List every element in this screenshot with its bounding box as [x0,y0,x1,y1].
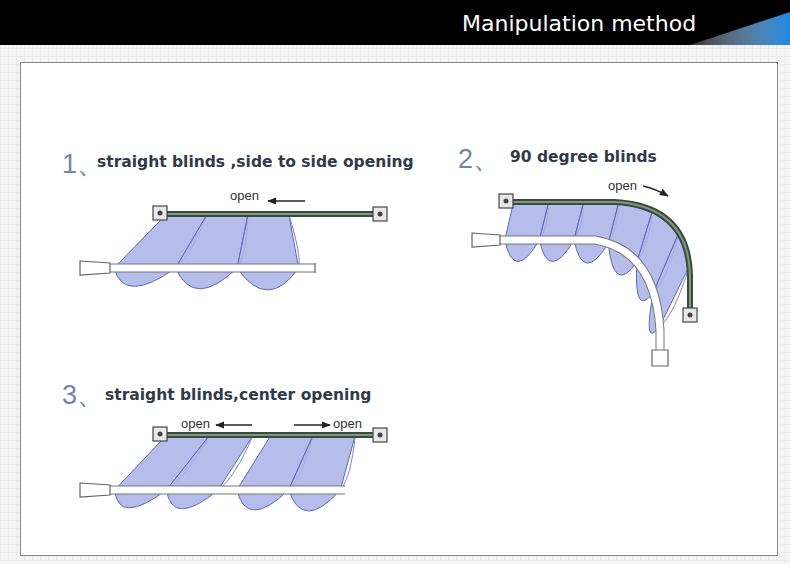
handle-cap [80,483,110,497]
bracket-screw [504,199,509,204]
bar-end-cap [314,263,315,273]
page-title: Manipulation method [462,11,696,36]
track-rail [500,202,690,315]
header-accent [690,12,790,45]
fabric-fold [176,214,248,289]
fold-line [289,214,299,268]
open-arrow [294,424,330,425]
bracket-screw [378,212,383,217]
open-arrow [643,186,668,196]
bracket-screw [688,313,693,318]
open-label: open [181,416,210,431]
fabric-fold [289,435,356,511]
bar-end-cap [652,350,668,366]
rail-bracket [153,427,167,441]
handle-cap [472,233,500,247]
content-panel [21,63,778,556]
step-number: 3、 [62,377,104,413]
step-heading: straight blinds,center opening [105,386,371,404]
open-arrow [216,424,252,425]
step-heading: 90 degree blinds [510,148,657,166]
rail-bracket [373,428,387,442]
bottom-bar [110,487,345,494]
open-arrow [268,200,305,201]
bottom-bar [500,240,660,350]
rail-bracket [683,308,697,322]
fabric-fold [237,214,299,290]
bottom-bar [110,486,345,495]
rail-bracket [373,207,387,221]
center-blind-figure [80,427,387,511]
open-label: open [333,416,362,431]
rail-bracket [153,206,167,220]
open-label: open [230,188,259,203]
step-heading: straight blinds ,side to side opening [97,153,414,171]
fold-line [340,435,355,490]
track-rail [160,432,382,438]
track-rail [500,202,690,315]
track-rail [160,211,382,217]
bracket-screw [158,211,163,216]
bottom-bar [110,264,315,273]
bottom-bar [110,265,315,272]
track-rail [160,434,382,436]
bottom-bar [500,240,660,350]
track-rail [160,213,382,215]
curved-blind-figure [472,194,697,366]
step-number: 2、 [458,141,500,177]
open-label: open [608,178,637,193]
straight-blind-figure [80,206,387,290]
bracket-screw [158,432,163,437]
header-bar [0,0,790,45]
bracket-screw [378,433,383,438]
handle-cap [80,261,110,275]
rail-bracket [499,194,513,208]
